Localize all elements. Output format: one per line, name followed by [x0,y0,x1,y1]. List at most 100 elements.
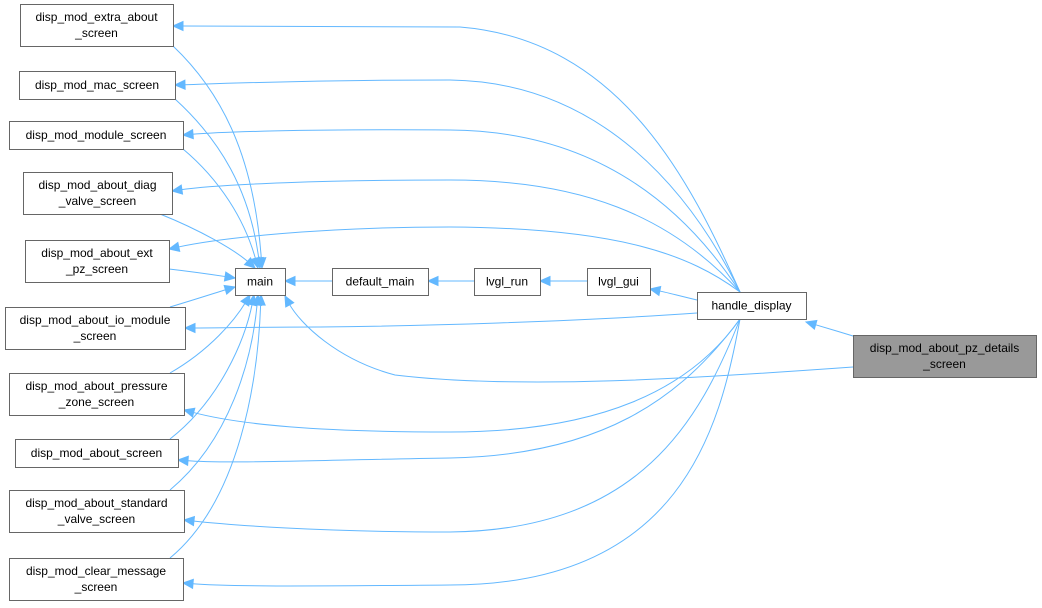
node-label: lvgl_run [486,275,528,289]
node-target[interactable]: disp_mod_about_pz_details_screen [853,335,1037,378]
arrowhead [426,275,439,287]
edge-line [169,301,247,374]
arrowhead [182,515,196,527]
arrowhead [804,319,818,330]
node-label: disp_mod_clear_message [26,564,166,578]
node-label: main [247,275,273,289]
edge-diag-to-main [159,213,256,269]
node-handle-display[interactable]: handle_display [697,292,807,320]
node-box[interactable] [9,121,184,150]
arrowhead [167,241,181,252]
node-label: _screen [74,580,118,594]
edge-line [179,179,741,293]
arrowhead [181,578,194,590]
node-lvgl-run[interactable]: lvgl_run [474,268,541,296]
node-lvgl-gui[interactable]: lvgl_gui [587,268,651,296]
edge-lvgl_gui-to-lvgl_run [538,275,587,287]
edge-line [191,318,741,433]
node-diag[interactable]: disp_mod_about_diag_valve_screen [23,172,173,215]
edge-module-to-main [182,148,261,270]
node-standard[interactable]: disp_mod_about_standard _valve_screen [9,490,185,533]
node-box[interactable] [20,4,174,47]
edge-handle_display-to-extra_about [171,20,741,293]
arrowhead [182,407,196,418]
node-box[interactable] [474,268,541,296]
node-label: _valve_screen [58,194,136,208]
node-ext[interactable]: disp_mod_about_ext_pz_screen [25,240,170,283]
node-box[interactable] [5,307,186,350]
arrowhead [283,275,296,287]
node-box[interactable] [25,240,170,283]
node-main[interactable]: main [235,268,286,296]
edge-clear-to-main [169,293,266,559]
node-about[interactable]: disp_mod_about_screen [15,439,179,468]
arrowhead [183,322,196,334]
node-label: disp_mod_about_pressure [25,379,167,393]
edge-line [180,25,741,293]
arrowhead [176,455,189,467]
edge-handle_display-to-module [181,128,741,293]
node-label: handle_display [711,299,791,313]
node-clear[interactable]: disp_mod_clear_message _screen [9,558,184,601]
edge-line [176,226,741,293]
node-box[interactable] [853,335,1037,378]
node-label: lvgl_gui [598,275,639,289]
edge-handle_display-to-diag [170,179,741,293]
node-box[interactable] [9,490,185,533]
edge-line [185,318,741,463]
node-io[interactable]: disp_mod_about_io_module _screen [5,307,186,350]
node-label: disp_mod_mac_screen [35,78,159,92]
node-box[interactable] [235,268,286,296]
edges-layer [159,20,854,590]
node-label: _valve_screen [57,512,135,526]
edge-io-to-main [169,284,237,308]
edge-lvgl_run-to-default_main [426,275,474,287]
edge-handle_display-to-about [176,318,741,467]
nodes-layer: disp_mod_extra_about_screen disp_mod_mac_… [5,4,1037,601]
node-box[interactable] [332,268,429,296]
node-box[interactable] [9,558,184,601]
arrowhead [181,128,194,140]
arrowhead [648,285,662,297]
edge-target-to-main [284,294,854,383]
arrowhead [223,271,237,282]
arrowhead [538,275,551,287]
edge-default_main-to-main [283,275,332,287]
arrowhead [243,257,256,269]
node-label: disp_mod_about_screen [31,446,162,460]
edge-handle_display-to-io [183,312,698,334]
edge-line [190,318,741,587]
edge-handle_display-to-lvgl_gui [648,285,698,301]
node-default-main[interactable]: default_main [332,268,429,296]
node-box[interactable] [697,292,807,320]
arrowhead [284,294,295,308]
node-label: default_main [346,275,415,289]
node-box[interactable] [9,373,185,416]
node-label: disp_mod_about_standard [25,496,167,510]
edge-line [169,302,253,440]
arrowhead [171,20,184,32]
node-label: disp_mod_about_io_module [20,313,171,327]
node-label: _screen [73,329,117,343]
node-mac[interactable]: disp_mod_mac_screen [19,71,176,100]
node-box[interactable] [587,268,651,296]
arrowhead [223,284,237,296]
node-box[interactable] [23,172,173,215]
node-box[interactable] [19,71,176,100]
edge-target-to-handle_display [804,319,854,337]
node-module[interactable]: disp_mod_module_screen [9,121,184,150]
edge-handle_display-to-mac [173,79,741,293]
node-extra-about[interactable]: disp_mod_extra_about_screen [20,4,174,47]
edge-handle_display-to-standard [182,318,741,533]
edge-line [813,323,854,337]
arrowhead [170,184,184,195]
edge-line [182,79,741,293]
edge-line [168,268,228,278]
node-box[interactable] [15,439,179,468]
arrowhead [250,256,261,270]
node-label: _screen [74,26,118,40]
node-label: _screen [922,357,966,371]
edge-line [192,312,698,329]
node-pressure[interactable]: disp_mod_about_pressure_zone_screen [9,373,185,416]
